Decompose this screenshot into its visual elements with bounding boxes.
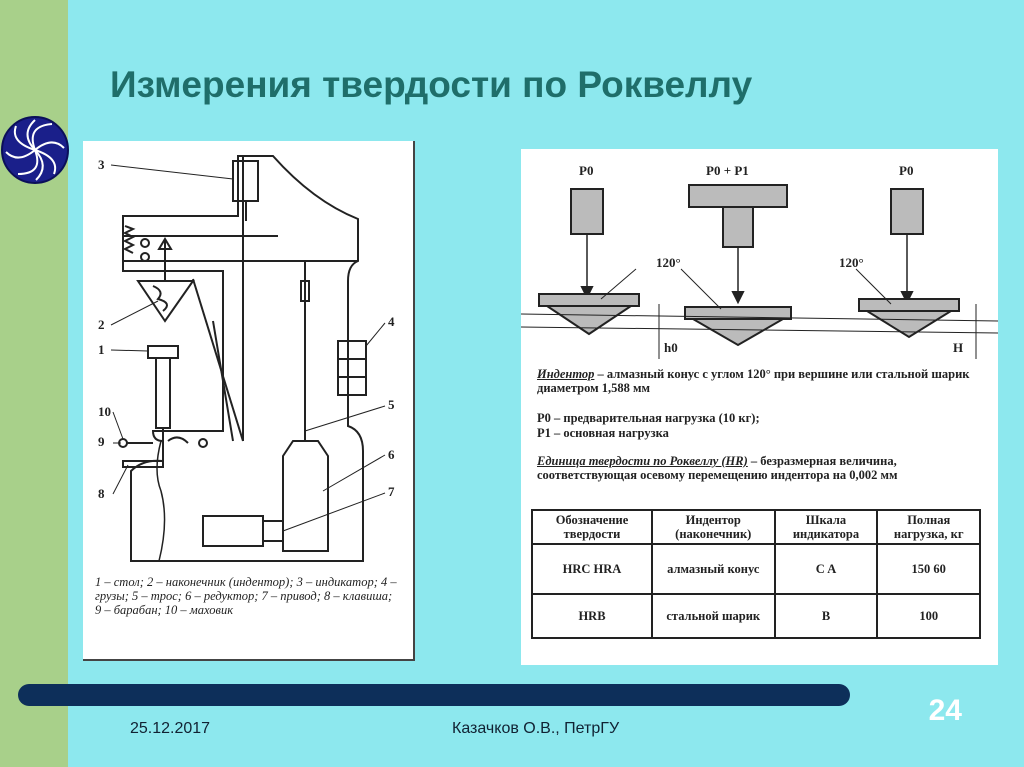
- table-cell: стальной шарик: [650, 593, 776, 639]
- label-8: 8: [98, 486, 105, 501]
- indentor-text: Индентор – алмазный конус с углом 120° п…: [537, 367, 982, 395]
- pinwheel-logo-icon: [1, 116, 69, 184]
- label-10: 10: [98, 404, 111, 419]
- table-row: HRB стальной шарик B 100: [531, 593, 981, 639]
- footer-author: Казачков О.В., ПетрГУ: [452, 720, 620, 737]
- table-header: Индентор (наконечник): [650, 509, 776, 545]
- table-cell: HRB: [531, 593, 653, 639]
- indentation-diagram: P0 P0 + P1 P0 120° 120° h0 H: [520, 163, 999, 359]
- table-header: Полная нагрузка, кг: [876, 509, 981, 545]
- unit-term: Единица твердости по Роквеллу (HR): [537, 454, 748, 468]
- indentor-description: – алмазный конус с углом 120° при вершин…: [537, 367, 970, 395]
- p0-text: P0 – предварительная нагрузка (10 кг);: [537, 411, 760, 425]
- unit-description: – безразмерная величина, соответствующая…: [537, 454, 898, 482]
- label-6: 6: [388, 447, 395, 462]
- rockwell-method-panel: P0 P0 + P1 P0 120° 120° h0 H: [520, 149, 999, 665]
- table-cell: 150 60: [876, 543, 981, 595]
- indentor-term: Индентор: [537, 367, 595, 381]
- label-4: 4: [388, 314, 395, 329]
- force-label-p0-last: P0: [899, 163, 913, 178]
- footer-bar: [18, 684, 850, 706]
- label-7: 7: [388, 484, 395, 499]
- label-3: 3: [98, 157, 105, 172]
- angle-label-left: 120°: [656, 255, 681, 270]
- unit-text: Единица твердости по Роквеллу (HR) – без…: [537, 454, 982, 482]
- rockwell-tester-diagram: 3 2 1 10 9 8 4 5 6 7 1 – стол; 2 – након…: [83, 141, 415, 661]
- label-9: 9: [98, 434, 105, 449]
- hardness-table: Обозначение твердости Индентор (наконечн…: [531, 509, 981, 639]
- tester-schematic: 3 2 1 10 9 8 4 5 6 7: [98, 155, 395, 562]
- table-header-row: Обозначение твердости Индентор (наконечн…: [531, 509, 981, 545]
- footer-date: 25.12.2017: [130, 720, 211, 737]
- table-cell: C A: [773, 543, 879, 595]
- force-label-p0-p1: P0 + P1: [706, 163, 749, 178]
- table-cell: B: [773, 593, 879, 639]
- slide-title: Измерения твердости по Роквеллу: [110, 64, 753, 105]
- dim-label-h0: h0: [664, 340, 678, 355]
- angle-label-right: 120°: [839, 255, 864, 270]
- label-5: 5: [388, 397, 395, 412]
- table-row: HRC HRA алмазный конус C A 150 60: [531, 543, 981, 595]
- table-cell: HRC HRA: [531, 543, 653, 595]
- table-cell: алмазный конус: [650, 543, 776, 595]
- p1-text: P1 – основная нагрузка: [537, 426, 669, 440]
- table-cell: 100: [876, 593, 981, 639]
- dim-label-H: H: [953, 340, 963, 355]
- page-number: 24: [928, 694, 962, 727]
- table-header: Обозначение твердости: [531, 509, 653, 545]
- table-header: Шкала индикатора: [773, 509, 879, 545]
- label-2: 2: [98, 317, 105, 332]
- label-1: 1: [98, 342, 105, 357]
- force-label-p0-first: P0: [579, 163, 593, 178]
- diagram-caption: 1 – стол; 2 – наконечник (индентор); 3 –…: [95, 575, 397, 617]
